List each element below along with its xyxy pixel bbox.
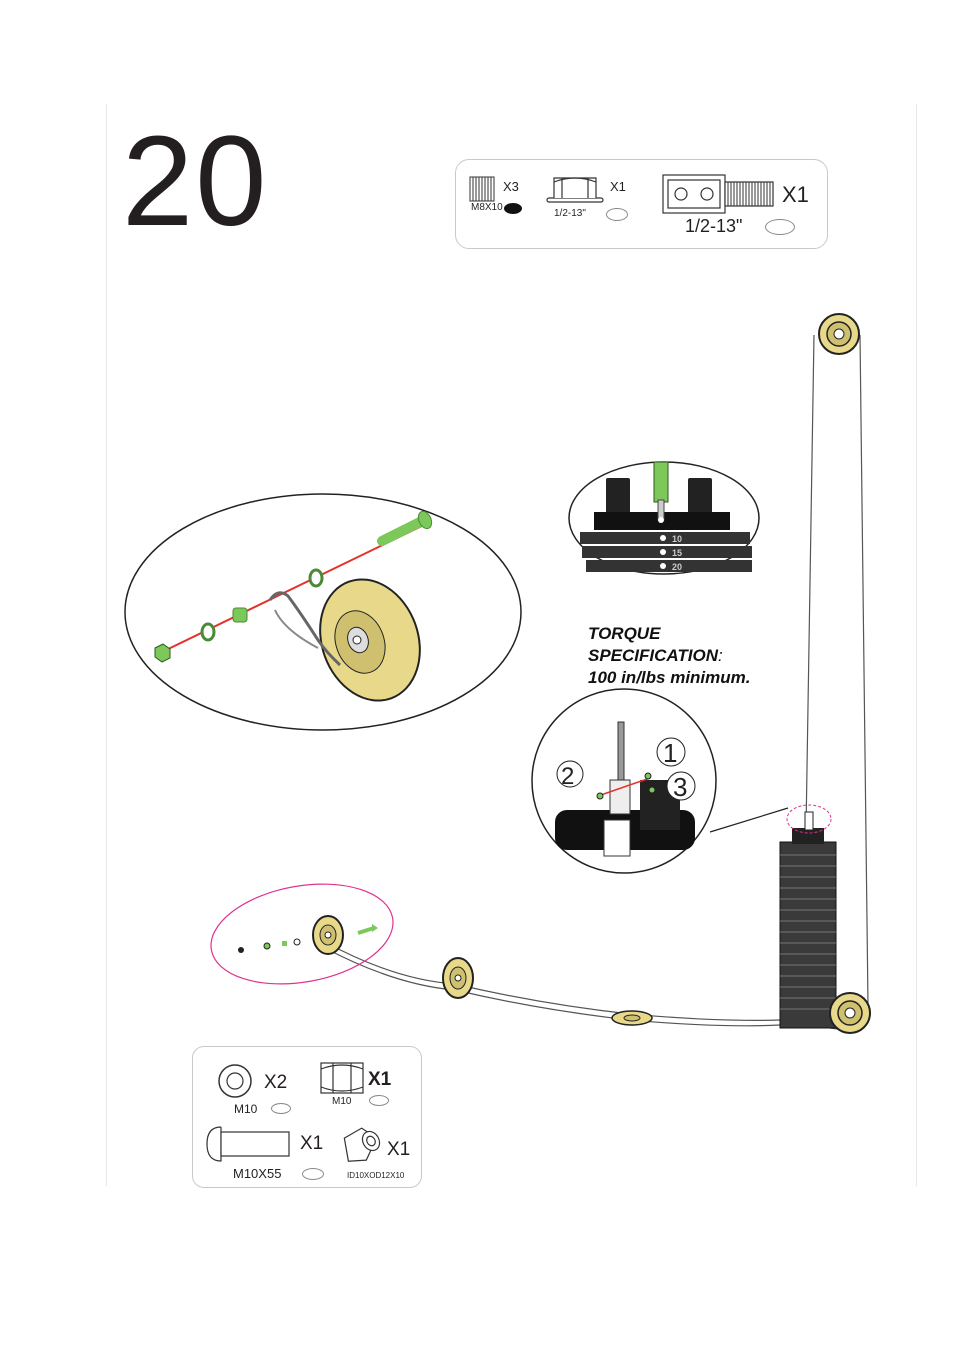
bolt-icon bbox=[469, 176, 495, 202]
top-parts-icons bbox=[469, 174, 774, 214]
cable bbox=[324, 334, 869, 1031]
floor-pulley bbox=[611, 1010, 653, 1026]
washer-icon bbox=[218, 1064, 252, 1098]
weight-label-15: 15 bbox=[672, 548, 682, 558]
nut-icon bbox=[320, 1062, 364, 1094]
hex-nut-icon bbox=[546, 177, 604, 203]
weight-stack bbox=[779, 804, 837, 1029]
nut-marker bbox=[369, 1095, 389, 1106]
threaded-adapter-icon bbox=[662, 174, 774, 214]
spacer-icon bbox=[343, 1127, 381, 1162]
washer-marker bbox=[271, 1103, 291, 1114]
washer-size: M10 bbox=[234, 1102, 258, 1116]
adapter-detail: 1 2 3 bbox=[531, 688, 789, 874]
top-pulley bbox=[818, 313, 860, 355]
callout-1: 1 bbox=[663, 738, 677, 768]
weight-label-10: 10 bbox=[672, 534, 682, 544]
top-adapter-qty: X1 bbox=[782, 182, 809, 207]
torque-line-1: TORQUE bbox=[588, 624, 661, 643]
bottom-right-pulley bbox=[829, 992, 871, 1034]
nut-qty: X1 bbox=[368, 1069, 392, 1090]
top-bolt-qty: X3 bbox=[503, 179, 519, 194]
callout-2: 2 bbox=[561, 763, 574, 790]
bottom-parts-icons bbox=[206, 1062, 381, 1162]
selector-detail: 10 15 20 bbox=[568, 461, 760, 575]
top-nut-size: 1/2-13" bbox=[554, 208, 586, 219]
nut-size: M10 bbox=[332, 1096, 352, 1107]
middle-pulley bbox=[442, 957, 474, 999]
top-bolt-size: M8X10 bbox=[471, 202, 503, 213]
spacer-qty: X1 bbox=[387, 1139, 411, 1160]
top-nut-qty: X1 bbox=[610, 179, 626, 194]
top-adapter-size: 1/2-13" bbox=[685, 216, 743, 236]
long-bolt-marker bbox=[302, 1168, 324, 1180]
page-frame-left bbox=[106, 104, 107, 1186]
small-pulley-assembly bbox=[238, 915, 378, 955]
step-number: 20 bbox=[122, 110, 269, 253]
long-bolt-size: M10X55 bbox=[233, 1166, 282, 1181]
top-bolt-marker bbox=[504, 203, 522, 214]
torque-specification: TORQUE SPECIFICATION: 100 in/lbs minimum… bbox=[588, 623, 751, 689]
bottom-parts-box: X2 M10 X1 M10 X1 M10X55 X1 ID10XOD12X10 bbox=[192, 1046, 422, 1188]
callout-3: 3 bbox=[673, 772, 687, 802]
long-bolt-icon bbox=[206, 1126, 290, 1162]
page-frame-right bbox=[916, 104, 917, 1186]
top-nut-marker bbox=[606, 208, 628, 221]
torque-line-3: 100 in/lbs minimum. bbox=[588, 668, 751, 687]
spacer-size: ID10XOD12X10 bbox=[347, 1171, 405, 1180]
weight-label-20: 20 bbox=[672, 562, 682, 572]
highlight-ellipse bbox=[210, 883, 394, 985]
top-adapter-marker bbox=[765, 219, 795, 235]
top-parts-box: X3 M8X10 X1 1/2-13" X1 1/2-13" bbox=[455, 159, 828, 249]
torque-line-2: SPECIFICATION: bbox=[588, 646, 723, 665]
washer-qty: X2 bbox=[264, 1072, 288, 1093]
long-bolt-qty: X1 bbox=[300, 1133, 324, 1154]
exploded-assembly bbox=[154, 510, 433, 702]
